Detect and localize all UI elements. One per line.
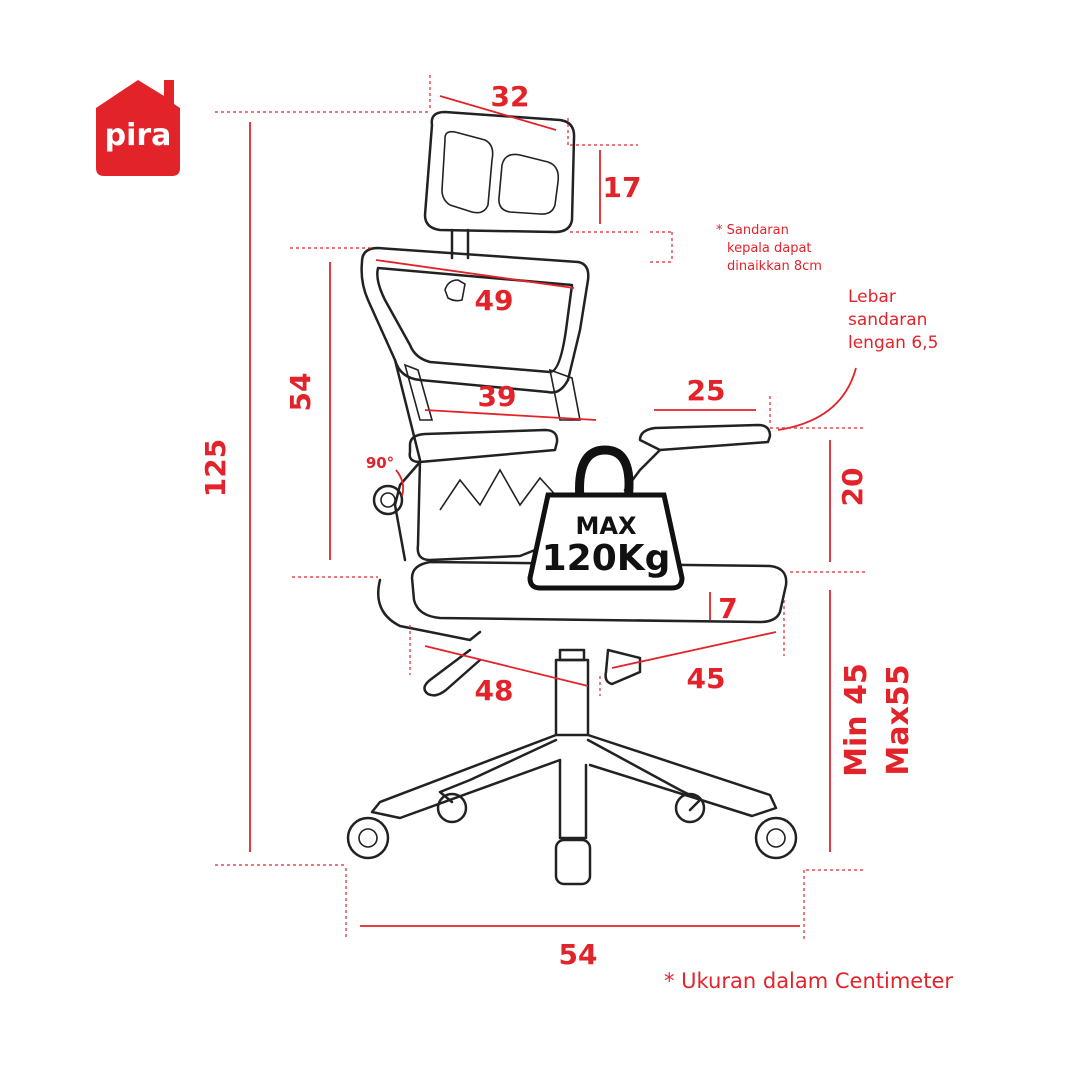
dim-armrest-height: 20 bbox=[836, 468, 869, 507]
headrest-note-line1: * Sandaran bbox=[716, 223, 789, 238]
dim-backrest-height: 54 bbox=[284, 373, 317, 412]
pira-logo: pira bbox=[96, 80, 180, 176]
dim-headrest-width: 32 bbox=[491, 80, 530, 113]
weight-value: 120Kg bbox=[542, 538, 671, 579]
dim-base-width: 54 bbox=[559, 938, 598, 971]
armrest-note-line3: lengan 6,5 bbox=[848, 333, 938, 353]
caster-right bbox=[754, 816, 798, 860]
headrest-note-line3: dinaikkan 8cm bbox=[727, 259, 822, 274]
armrest-note-line1: Lebar bbox=[848, 287, 896, 307]
caster-back-left bbox=[436, 792, 468, 824]
dim-seat-height-min: Min 45 bbox=[839, 663, 874, 777]
caster-left bbox=[346, 816, 390, 860]
dim-recline-angle: 90° bbox=[366, 454, 394, 472]
dimension-guides bbox=[215, 75, 866, 940]
dim-seat-depth: 48 bbox=[475, 674, 514, 707]
logo-text: pira bbox=[105, 118, 172, 153]
dim-lumbar-width: 39 bbox=[478, 380, 517, 413]
caster-front bbox=[554, 838, 592, 886]
headrest-note-line2: kepala dapat bbox=[727, 241, 812, 256]
dim-seat-thickness: 7 bbox=[718, 592, 737, 625]
unit-note: * Ukuran dalam Centimeter bbox=[664, 969, 953, 993]
dim-total-height: 125 bbox=[199, 439, 232, 497]
weight-badge: MAX 120Kg bbox=[527, 445, 685, 591]
dim-armrest-length: 25 bbox=[687, 374, 726, 407]
dim-seat-height-max: Max55 bbox=[881, 664, 916, 775]
dim-backrest-width: 49 bbox=[475, 284, 514, 317]
dim-seat-width: 45 bbox=[687, 662, 726, 695]
dim-headrest-height: 17 bbox=[603, 171, 642, 204]
armrest-note-line2: sandaran bbox=[848, 310, 927, 330]
armrest-note: Lebar sandaran lengan 6,5 bbox=[848, 287, 938, 353]
headrest-note: * Sandaran kepala dapat dinaikkan 8cm bbox=[716, 223, 822, 274]
chair-outline bbox=[346, 110, 798, 886]
weight-label: MAX bbox=[576, 512, 637, 540]
caster-back-right bbox=[674, 792, 706, 824]
